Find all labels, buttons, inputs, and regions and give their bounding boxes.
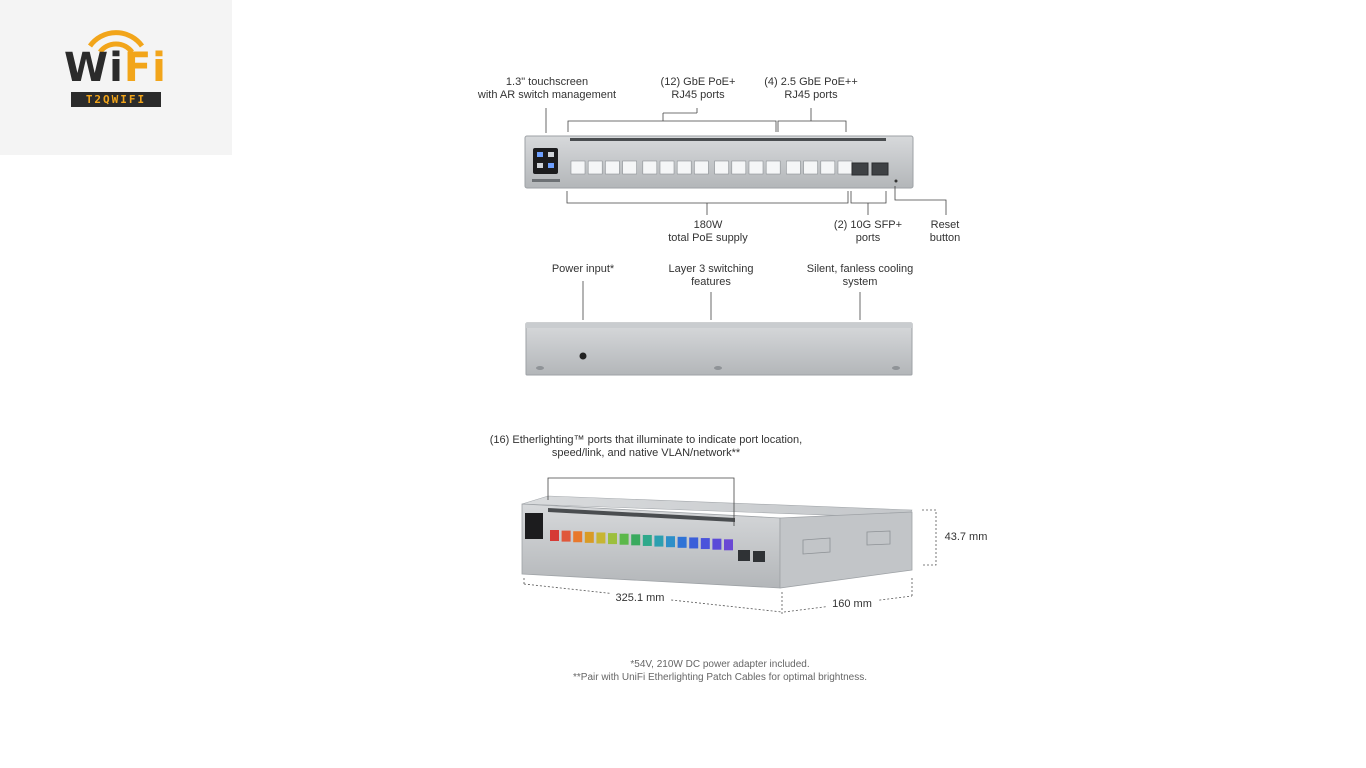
rj45-port-3: [605, 160, 620, 175]
rj45-port-8: [694, 160, 709, 175]
logo-word-accent: Fi: [123, 45, 167, 91]
etherlighting-port-3: [573, 531, 583, 543]
rj45-port-13: [786, 160, 801, 175]
etherlighting-port-9: [642, 534, 652, 546]
etherlighting-port-14: [700, 538, 710, 550]
width-dimension-label: 325.1 mm: [610, 592, 670, 605]
ge25-ports-label: (4) 2.5 GbE PoE++ RJ45 ports: [764, 76, 858, 101]
etherlighting-port-7: [619, 533, 629, 545]
rj45-port-9: [714, 160, 729, 175]
rj45-port-2: [587, 160, 603, 175]
rj45-port-4: [622, 160, 637, 175]
rj45-port-14: [803, 160, 818, 175]
etherlighting-port-13: [689, 537, 699, 549]
rj45-port-15: [820, 160, 836, 175]
etherlighting-port-8: [631, 534, 641, 546]
front-leader-lines: [545, 108, 947, 215]
rj45-port-7: [676, 160, 692, 175]
depth-dimension-label: 160 mm: [826, 598, 878, 611]
iso-ports: [550, 530, 733, 551]
height-dimension-label: 43.7 mm: [944, 531, 988, 543]
etherlighting-port-2: [561, 530, 571, 542]
power-input-label: Power input*: [551, 263, 615, 275]
rj45-port-6: [659, 160, 675, 175]
sfp-ports-label: (2) 10G SFP+ ports: [833, 219, 903, 244]
etherlighting-port-5: [596, 532, 606, 544]
rj45-port-10: [731, 160, 747, 175]
reset-button: [894, 179, 898, 183]
sfp-port-1: [851, 162, 869, 176]
rj45-port-11: [748, 160, 764, 175]
wifi-signal-icon: [87, 30, 145, 54]
rj45-port-1: [570, 160, 586, 175]
back-leader-lines: [582, 281, 861, 320]
iso-sfp-port-1: [738, 550, 750, 561]
cooling-label: Silent, fanless cooling system: [806, 263, 914, 288]
isometric-view: [521, 495, 913, 589]
touchscreen-label: 1.3" touchscreen with AR switch manageme…: [477, 76, 617, 101]
rj45-port-5: [642, 160, 658, 175]
logo-word-main: Wi: [64, 45, 124, 91]
sfp-port-2: [871, 162, 889, 176]
footnote-power: *54V, 210W DC power adapter included.: [630, 659, 810, 670]
rj45-port-16: [837, 160, 853, 175]
logo-wordmark: WiFi: [64, 48, 167, 88]
touchscreen: [533, 148, 558, 174]
etherlighting-label: (16) Etherlighting™ ports that illuminat…: [489, 434, 803, 459]
logo-panel: WiFi T2QWIFI: [0, 0, 232, 155]
iso-leader-lines: [547, 477, 735, 526]
reset-button-label: Reset button: [929, 219, 961, 244]
etherlighting-port-10: [654, 535, 664, 547]
etherlighting-port-6: [608, 533, 617, 545]
etherlighting-port-15: [712, 538, 722, 550]
front-view: [524, 135, 914, 189]
layer3-label: Layer 3 switching features: [668, 263, 754, 288]
back-view: [525, 322, 913, 376]
power-input-jack: [579, 352, 587, 360]
etherlighting-port-1: [550, 530, 559, 541]
footnote-cables: **Pair with UniFi Etherlighting Patch Ca…: [572, 672, 868, 683]
etherlighting-port-12: [677, 536, 687, 548]
iso-sfp-port-2: [753, 551, 765, 562]
etherlighting-port-16: [724, 539, 733, 551]
gbe-ports-label: (12) GbE PoE+ RJ45 ports: [660, 76, 736, 101]
rj45-port-12: [765, 160, 781, 175]
etherlighting-port-11: [666, 536, 675, 548]
front-ports: [570, 160, 853, 175]
logo-tagline: T2QWIFI: [71, 92, 161, 107]
etherlighting-port-4: [584, 531, 594, 543]
poe-supply-label: 180W total PoE supply: [668, 219, 748, 244]
iso-touchscreen: [525, 513, 543, 539]
